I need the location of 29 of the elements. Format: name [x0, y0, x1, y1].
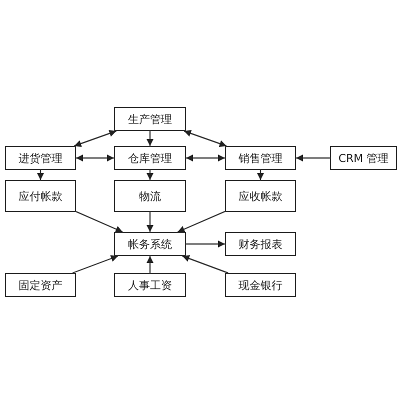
- arrow: [296, 154, 330, 162]
- arrow: [76, 154, 114, 162]
- process-box: 销售管理: [225, 146, 296, 170]
- process-box: 固定资产: [5, 273, 76, 297]
- process-box: 现金银行: [225, 273, 296, 297]
- process-box: 物流: [114, 180, 186, 212]
- arrow: [37, 170, 44, 180]
- arrow: [182, 255, 228, 274]
- arrow: [146, 131, 154, 146]
- process-box: 帐务系统: [114, 232, 186, 256]
- process-box: 生产管理: [114, 107, 186, 131]
- process-box: 应收帐款: [225, 180, 296, 212]
- process-box: CRM 管理: [330, 146, 397, 170]
- process-box: 应付帐款: [5, 180, 76, 212]
- arrow: [146, 212, 154, 232]
- process-box: 人事工资: [114, 273, 186, 297]
- arrow: [184, 130, 227, 147]
- arrow: [146, 170, 154, 180]
- arrow: [72, 255, 118, 274]
- process-box: 财务报表: [225, 232, 296, 256]
- arrow: [186, 154, 225, 162]
- process-box: 进货管理: [5, 146, 76, 170]
- arrow: [146, 256, 154, 273]
- arrow: [186, 240, 225, 248]
- process-box: 仓库管理: [114, 146, 186, 170]
- arrow: [257, 170, 264, 180]
- arrow: [177, 210, 226, 233]
- arrow: [76, 211, 123, 233]
- arrow: [74, 130, 117, 147]
